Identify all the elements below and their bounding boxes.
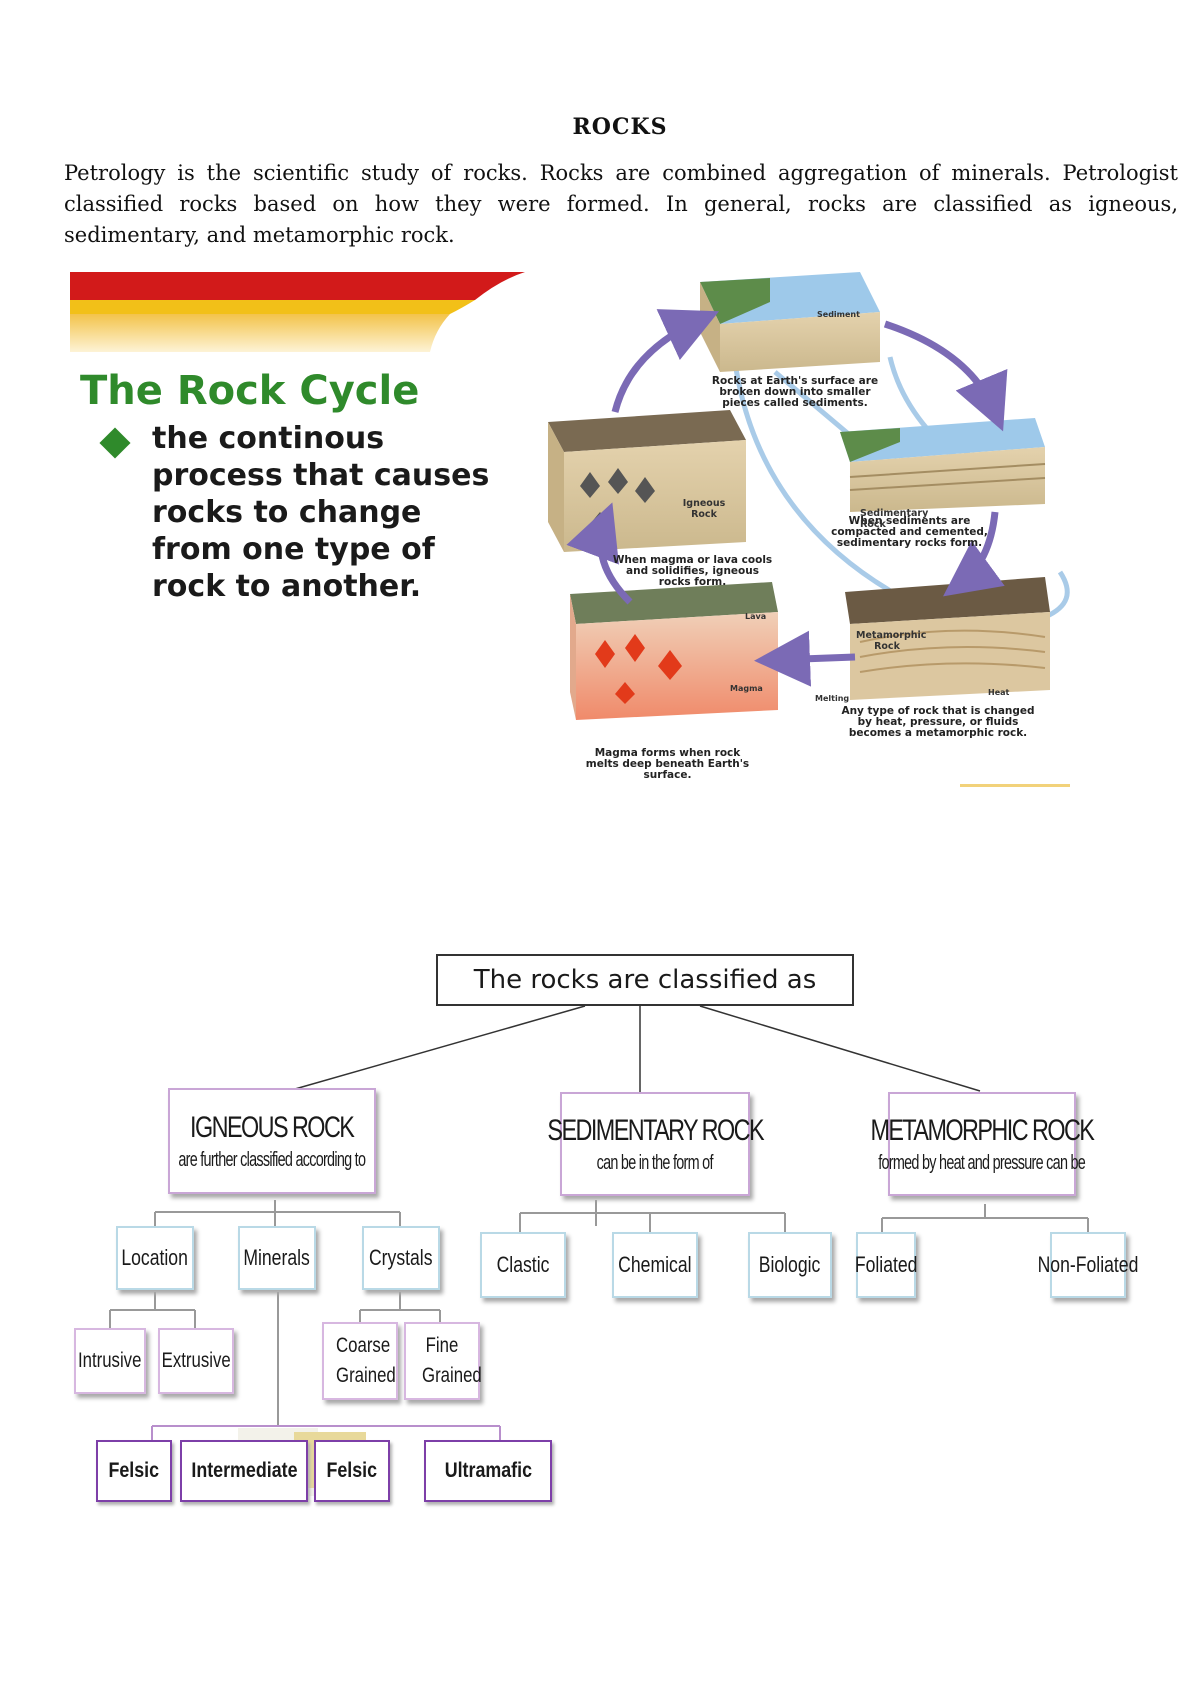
slide-title: The Rock Cycle (80, 368, 420, 414)
igneous-rock-node: IGNEOUS ROCK are further classified acco… (168, 1088, 376, 1194)
criteria-minerals: Minerals (238, 1226, 316, 1290)
arrow-metamorphism (943, 511, 1005, 597)
stage-caption-right: When sediments are compacted and cemente… (831, 515, 988, 549)
banner-yellow-stripe (70, 300, 475, 314)
rock-cycle-illustration (70, 272, 1070, 787)
root-node: The rocks are classified as (436, 954, 854, 1006)
form-chemical: Chemical (612, 1232, 698, 1298)
banner-fade-stripe (70, 314, 450, 352)
form-clastic: Clastic (480, 1232, 566, 1298)
arrow-weathering (611, 309, 720, 413)
tag-heat: Heat (988, 688, 1010, 697)
criteria-crystals: Crystals (362, 1226, 440, 1290)
mineral-felsic-2: Felsic (314, 1440, 390, 1502)
stage-caption-bottom-right: Any type of rock that is changed by heat… (841, 705, 1035, 739)
root-label: The rocks are classified as (473, 965, 817, 995)
mineral-ultramafic: Ultramafic (424, 1440, 552, 1502)
tag-melting: Melting (815, 694, 850, 703)
crystal-coarse-grained: Coarse Grained (322, 1322, 398, 1400)
igneous-subtitle: are further classified according to (178, 1148, 367, 1171)
stage-caption-left: When magma or lava cools and solidifies,… (612, 554, 773, 588)
mineral-intermediate: Intermediate (180, 1440, 308, 1502)
intro-paragraph: Petrology is the scientific study of roc… (64, 161, 1178, 247)
igneous-title: IGNEOUS ROCK (190, 1110, 355, 1144)
type-non-foliated: Non-Foliated (1038, 1232, 1138, 1298)
criteria-location: Location (116, 1226, 194, 1290)
tag-sedimentary: Sedimentary Rock (860, 508, 929, 530)
mineral-felsic: Felsic (96, 1440, 172, 1502)
metamorphic-rock-node: METAMORPHIC ROCK formed by heat and pres… (871, 1092, 1095, 1196)
stage-caption-bottom-left: Magma forms when rock melts deep beneath… (585, 747, 750, 781)
arrow-deposition (883, 320, 1008, 432)
slide-bullet-text: the continous process that causes rocks … (152, 421, 490, 604)
sedimentary-rock-node: SEDIMENTARY ROCK can be in the form of (547, 1092, 764, 1196)
tag-magma: Magma (730, 684, 763, 693)
rock-cycle-slide: The Rock Cycle the continous process tha… (70, 272, 1150, 794)
metamorphic-subtitle: formed by heat and pressure can be (878, 1151, 1087, 1174)
type-foliated: Foliated (855, 1232, 917, 1298)
tag-lava: Lava (745, 612, 767, 621)
location-extrusive: Extrusive (158, 1328, 234, 1394)
tag-sediment: Sediment (817, 310, 860, 319)
location-intrusive: Intrusive (74, 1328, 146, 1394)
arrow-melting (754, 630, 856, 687)
tag-metamorphic: Metamorphic Rock (856, 630, 927, 652)
sedimentary-title: SEDIMENTARY ROCK (547, 1113, 764, 1147)
stage-caption-top: Rocks at Earth's surface are broken down… (711, 375, 879, 409)
sedimentary-subtitle: can be in the form of (596, 1151, 714, 1174)
document-title: ROCKS (572, 114, 668, 140)
arrow-cooling (566, 502, 633, 605)
banner-red-stripe (70, 272, 525, 300)
metamorphic-title: METAMORPHIC ROCK (870, 1113, 1095, 1147)
form-biologic: Biologic (748, 1232, 832, 1298)
tag-igneous: Igneous Rock (682, 498, 726, 520)
crystal-fine-grained: Fine Grained (404, 1322, 482, 1400)
